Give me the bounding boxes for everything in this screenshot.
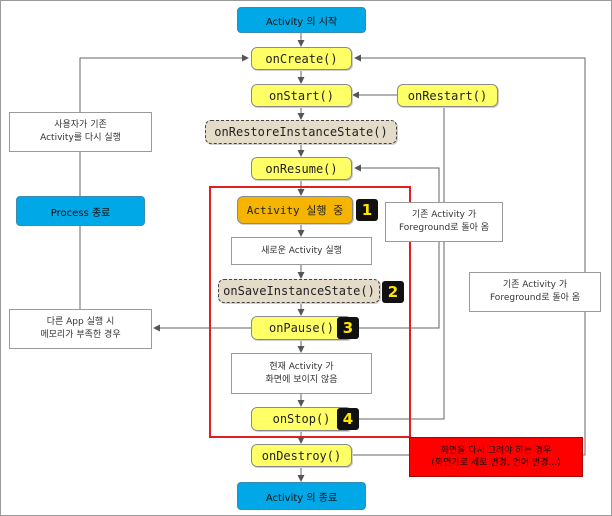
redraw-condition-note: 화면을 다시 그려야 하는 경우 (화면가로 세로 변경, 언어 변경...) [409, 437, 583, 477]
activity-start-label: Activity 의 시작 [265, 16, 338, 28]
redraw-line1: 화면을 다시 그려야 하는 경우 [440, 446, 552, 456]
foreground-return-note-a: 기존 Activity 가 Foreground로 돌아 옴 [385, 202, 503, 242]
marker-1: 1 [356, 199, 378, 221]
process-killed-label: Process 종료 [50, 207, 111, 219]
on-pause-node: onPause() [251, 316, 352, 340]
activity-running-node: Activity 실행 중 [237, 196, 353, 224]
foreground-return-note-b: 기존 Activity 가 Foreground로 돌아 옴 [469, 272, 601, 312]
activity-start-node: Activity 의 시작 [237, 7, 366, 33]
on-resume-node: onResume() [251, 157, 352, 180]
marker-3: 3 [337, 317, 359, 339]
activity-end-node: Activity 의 종료 [237, 482, 366, 510]
new-activity-run-label: 새로운 Activity 실행 [261, 245, 342, 256]
on-start-label: onStart() [268, 88, 335, 103]
on-create-node: onCreate() [251, 47, 352, 70]
on-save-instance-state-node: onSaveInstanceState() [218, 279, 380, 303]
on-stop-node: onStop() [251, 407, 352, 431]
on-stop-label: onStop() [272, 412, 331, 426]
on-restart-node: onRestart() [397, 84, 498, 107]
foreground-b-line2: Foreground로 돌아 옴 [489, 293, 581, 303]
on-create-label: onCreate() [265, 51, 338, 66]
running-lifecycle-highlight [209, 186, 411, 438]
process-killed-node: Process 종료 [16, 196, 145, 226]
on-start-node: onStart() [251, 84, 352, 107]
redraw-line2: (화면가로 세로 변경, 언어 변경...) [431, 458, 561, 468]
not-visible-line2: 화면에 보이지 않음 [265, 374, 338, 385]
not-visible-line1: 현재 Activity 가 [269, 361, 334, 372]
user-rerun-line2: Activity를 다시 실행 [40, 133, 121, 143]
on-restore-label: onRestoreInstanceState() [214, 125, 388, 139]
low-memory-line2: 메모리가 부족한 경우 [40, 330, 121, 340]
user-rerun-line1: 사용자가 기존 [54, 120, 107, 130]
low-memory-note: 다른 App 실행 시 메모리가 부족한 경우 [9, 309, 152, 349]
activity-running-label: Activity 실행 중 [246, 204, 344, 217]
not-visible-note: 현재 Activity 가 화면에 보이지 않음 [231, 353, 372, 394]
new-activity-run-note: 새로운 Activity 실행 [231, 237, 372, 265]
on-resume-label: onResume() [265, 161, 338, 176]
on-save-label: onSaveInstanceState() [223, 284, 375, 298]
low-memory-line1: 다른 App 실행 시 [46, 317, 115, 327]
activity-end-label: Activity 의 종료 [265, 492, 338, 504]
marker-2: 2 [382, 281, 404, 303]
user-rerun-note: 사용자가 기존 Activity를 다시 실행 [9, 112, 152, 152]
marker-4: 4 [337, 408, 359, 430]
on-destroy-node: onDestroy() [251, 444, 352, 467]
on-restore-instance-state-node: onRestoreInstanceState() [205, 120, 397, 144]
foreground-b-line1: 기존 Activity 가 [502, 280, 568, 290]
foreground-a-line1: 기존 Activity 가 [411, 210, 477, 220]
foreground-a-line2: Foreground로 돌아 옴 [398, 223, 490, 233]
on-destroy-label: onDestroy() [261, 448, 342, 463]
on-pause-label: onPause() [268, 321, 335, 335]
on-restart-label: onRestart() [407, 88, 488, 103]
